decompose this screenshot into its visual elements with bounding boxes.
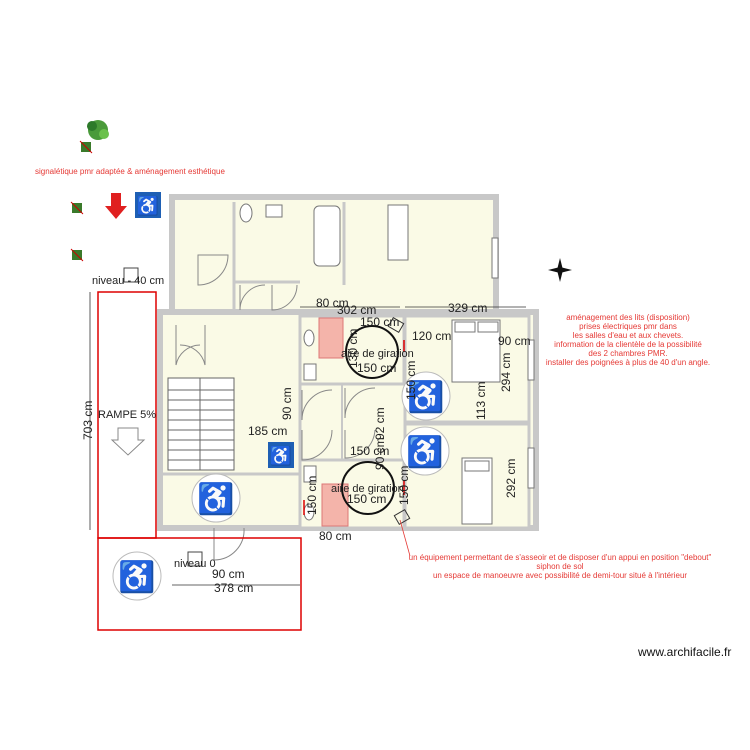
dim-90-c: 90 cm	[373, 437, 387, 470]
dim-90-bottom: 90 cm	[212, 567, 245, 581]
doors	[175, 254, 376, 561]
dim-130: 130 cm	[346, 329, 360, 368]
dim-150-b: 150 cm	[350, 444, 389, 458]
fridge	[387, 204, 409, 261]
turning-circle-2	[341, 461, 395, 515]
svg-text:♿: ♿	[118, 559, 155, 594]
note-signage: signalétique pmr adaptée & aménagement e…	[35, 167, 225, 176]
note-line: les salles d'eau et aux chevets.	[572, 331, 684, 340]
pmr-sign-blue-icon: ♿	[135, 192, 161, 218]
note-line: un équipement permettant de s'asseoir et…	[408, 553, 712, 562]
aire-giration-1: aire de giration	[341, 348, 414, 360]
dim-185: 185 cm	[248, 424, 287, 438]
dim-113: 113 cm	[474, 382, 488, 420]
note-line: un espace de manoeuvre avec possibilité …	[432, 571, 688, 580]
pmr-sign-blue-icon-2: ♿	[268, 442, 294, 468]
dim-92: 92 cm	[373, 407, 387, 440]
label-niveau-top: niveau - 40 cm	[92, 275, 164, 287]
aire-giration-1-size: 150 cm	[357, 361, 396, 375]
window-2	[527, 447, 535, 489]
note-bottom-block: un équipement permettant de s'asseoir et…	[395, 553, 725, 580]
tree-icon	[87, 120, 109, 140]
note-line: information de la clientèle de la possib…	[554, 340, 702, 349]
dim-150-v-c: 150 cm	[305, 476, 319, 515]
label-niveau-bottom: niveau 0	[174, 558, 216, 570]
shower-2	[321, 483, 349, 527]
window-1	[527, 339, 535, 381]
toilet-1	[303, 329, 315, 347]
aire-giration-2-size: 150 cm	[347, 492, 386, 506]
level-marker-top	[123, 267, 139, 283]
seat-icons	[387, 316, 411, 526]
furniture	[239, 203, 535, 525]
dim-80-bottom: 80 cm	[319, 529, 352, 543]
dim-150-a: 150 cm	[360, 315, 399, 329]
dimension-lines	[89, 292, 526, 586]
dim-703: 703 cm	[81, 401, 95, 440]
shower-1	[318, 317, 344, 359]
svg-text:♿: ♿	[406, 434, 443, 469]
dim-378: 378 cm	[214, 581, 253, 595]
turning-circle-1	[345, 325, 399, 379]
ramp-area	[97, 291, 302, 631]
dim-120: 120 cm	[412, 329, 451, 343]
red-arrow-icon	[105, 193, 127, 219]
note-line: installer des poignées à plus de 40 d'un…	[545, 358, 711, 367]
note-line: aménagement des lits (disposition)	[566, 313, 690, 322]
dim-302: 302 cm	[337, 303, 376, 317]
staircase	[167, 377, 235, 471]
dim-294: 294 cm	[499, 353, 513, 392]
svg-text:♿: ♿	[197, 481, 234, 516]
aire-giration-2: aire de giration	[331, 483, 404, 495]
small-plant-icon	[70, 140, 93, 262]
watermark: www.archifacile.fr	[638, 645, 732, 659]
note-line: prises électriques pmr dans	[579, 322, 677, 331]
dim-292: 292 cm	[504, 459, 518, 498]
dim-150-v-b: 150 cm	[397, 466, 411, 505]
dim-329: 329 cm	[448, 301, 487, 315]
wheelchair-icon: ♿ ♿ ♿ ♿	[112, 371, 451, 601]
toilet-top	[239, 203, 253, 223]
compass-icon	[548, 258, 572, 282]
window-3	[491, 237, 499, 279]
dim-80-top: 80 cm	[316, 296, 349, 310]
label-rampe: RAMPE 5%	[98, 409, 156, 421]
dim-90-v: 90 cm	[280, 387, 294, 420]
svg-text:♿: ♿	[270, 445, 292, 466]
svg-text:♿: ♿	[407, 379, 444, 414]
grab-bar-markers	[303, 340, 405, 515]
note-line: siphon de sol	[536, 562, 584, 571]
svg-text:♿: ♿	[137, 195, 159, 216]
bathtub	[313, 205, 341, 267]
sink-2	[303, 465, 317, 483]
dim-150-v-a: 150 cm	[404, 361, 418, 400]
sink-top	[265, 204, 283, 218]
note-right-block: aménagement des lits (disposition) prise…	[533, 313, 723, 367]
sink-1	[303, 363, 317, 381]
note-line: des 2 chambres PMR.	[588, 349, 668, 358]
level-marker-bottom	[187, 551, 203, 567]
note-pointer	[399, 519, 411, 557]
dim-90-right: 90 cm	[498, 334, 531, 348]
